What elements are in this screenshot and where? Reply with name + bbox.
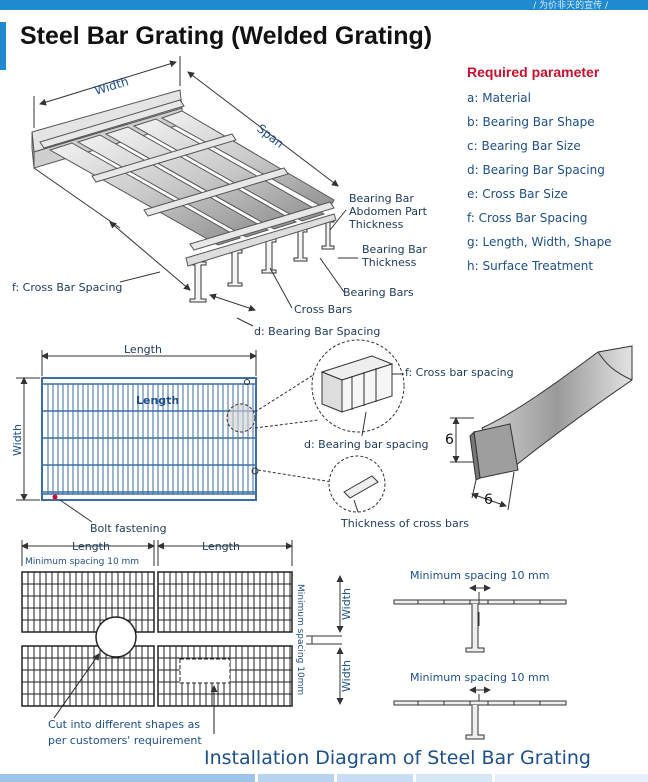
bearing-bar-spacing-label: d: Bearing Bar Spacing [254, 325, 380, 338]
right-min-spacing-2: Minimum spacing 10 mm [410, 671, 549, 684]
required-parameter-panel: Required parameter a: Material b: Bearin… [467, 64, 642, 278]
cross-bar-spacing-label: f: Cross Bar Spacing [12, 281, 122, 294]
cut-note-line-2: per customers' requirement [48, 734, 202, 747]
twist-dim-a: 6 [445, 432, 454, 448]
param-length-width-shape: g: Length, Width, Shape [467, 235, 612, 249]
bearing-bar-abdomen-line-1: Bearing Bar [349, 192, 414, 205]
param-cross-bar-spacing: f: Cross Bar Spacing [467, 211, 588, 225]
install-width-b: Width [340, 660, 353, 692]
zoom-detail-bars [311, 339, 405, 437]
param-bearing-bar-spacing: d: Bearing Bar Spacing [467, 163, 605, 177]
param-bearing-bar-size: c: Bearing Bar Size [467, 139, 581, 153]
page-title: Steel Bar Grating (Welded Grating) [20, 22, 433, 50]
bearing-bars-label: Bearing Bars [343, 286, 414, 299]
cut-note-line-1: Cut into different shapes as [48, 718, 200, 731]
bolt-fastening-label: Bolt fastening [90, 522, 167, 535]
plan-length-top: Length [124, 343, 162, 356]
param-surface-treatment: h: Surface Treatment [467, 259, 594, 273]
isometric-grating [31, 56, 358, 327]
top-strip-text: / 为价非天的宣传 / [533, 1, 608, 11]
install-min-spacing-h: Minimum spacing 10 mm [25, 557, 139, 567]
parameters-heading: Required parameter [467, 64, 600, 80]
bearing-bar-thickness-line-1: Bearing Bar [362, 243, 427, 256]
param-cross-bar-size: e: Cross Bar Size [467, 187, 568, 201]
f-cross-bar-spacing-label: f: Cross bar spacing [405, 366, 514, 379]
param-material: a: Material [467, 91, 531, 105]
plan-length-inner: Length [136, 394, 179, 407]
install-width-a: Width [340, 588, 353, 620]
thickness-cross-bars-label: Thickness of cross bars [340, 517, 469, 530]
twist-dim-b: 6 [484, 492, 493, 508]
plan-view-grating [16, 350, 333, 523]
zoom-detail-cross-bar [328, 455, 386, 513]
bearing-bar-abdomen-line-2: Abdomen Part [349, 205, 428, 218]
install-length-a: Length [72, 540, 110, 553]
param-bearing-bar-shape: b: Bearing Bar Shape [467, 115, 595, 129]
installation-caption: Installation Diagram of Steel Bar Gratin… [204, 747, 591, 769]
twisted-bar-detail [450, 345, 633, 511]
plan-width-label: Width [11, 424, 24, 456]
d-bearing-bar-spacing-label: d: Bearing bar spacing [304, 438, 429, 451]
install-min-spacing-v: Minimum spacing 10mm [295, 584, 305, 695]
top-strip: / 为价非天的宣传 / [0, 0, 648, 11]
bearing-bar-thickness-line-2: Thickness [361, 256, 417, 269]
installation-diagram [21, 540, 567, 740]
install-length-b: Length [202, 540, 240, 553]
bearing-bar-abdomen-line-3: Thickness [348, 218, 404, 231]
right-min-spacing-1: Minimum spacing 10 mm [410, 569, 549, 582]
title-accent-bar [0, 22, 6, 70]
footer-stripe [0, 774, 648, 782]
cross-bars-label: Cross Bars [294, 303, 352, 316]
iso-span-label: Span [254, 121, 286, 151]
iso-width-label: Width [93, 74, 130, 98]
